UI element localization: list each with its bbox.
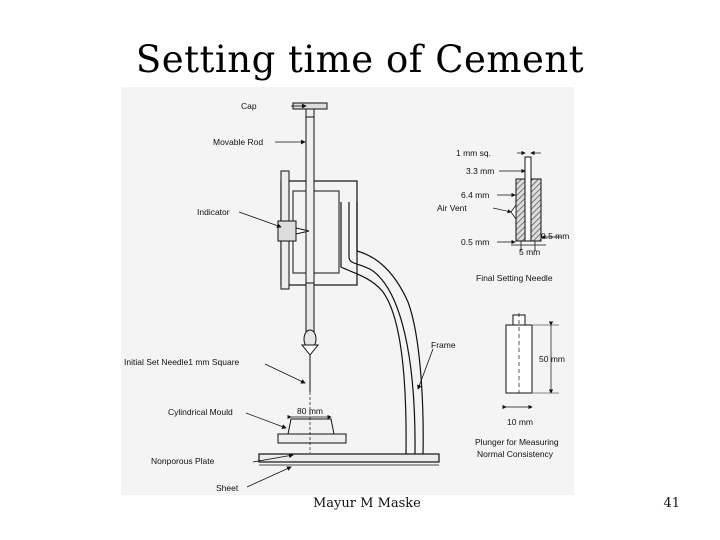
air-vent-line — [492, 207, 512, 214]
label-air-vent: Air Vent — [437, 203, 467, 213]
rod-lower — [305, 282, 315, 336]
label-indicator: Indicator — [197, 207, 230, 217]
mould-base — [277, 433, 347, 444]
frame-arrow — [417, 348, 434, 390]
label-final-needle: Final Setting Needle — [476, 273, 553, 283]
cylindrical-mould — [287, 418, 335, 435]
vicat-apparatus-diagram: Cap Movable Rod Indicator Initial Set Ne… — [121, 87, 574, 495]
indicator-block — [277, 220, 297, 242]
label-initial-needle: Initial Set Needle1 mm Square — [124, 357, 240, 367]
label-cap: Cap — [241, 101, 257, 111]
label-cylindrical-mould: Cylindrical Mould — [168, 407, 233, 417]
cap-stem — [305, 108, 315, 118]
label-plunger-line1: Plunger for Measuring — [475, 437, 559, 447]
needle-cone — [300, 344, 320, 356]
indicator-pointer — [295, 227, 310, 235]
initial-needle-arrow — [264, 363, 306, 384]
label-dim-3-3: 3.3 mm — [466, 166, 494, 176]
label-dim-5: 5 mm — [519, 247, 540, 257]
plate-arrow — [252, 453, 294, 463]
label-dim-0-5-right: 0.5 mm — [541, 231, 569, 241]
frame-arc — [348, 202, 416, 455]
label-nonporous-plate: Nonporous Plate — [151, 456, 215, 466]
label-dim-0-5-left: 0.5 mm — [461, 237, 489, 247]
plunger-detail — [505, 313, 533, 394]
diagram-svg: Cap Movable Rod Indicator Initial Set Ne… — [124, 101, 569, 493]
label-frame: Frame — [431, 340, 456, 350]
sheet-arrow — [246, 466, 292, 488]
final-setting-needle-detail — [510, 156, 542, 251]
slide-number: 41 — [663, 496, 680, 511]
slide-title: Setting time of Cement — [135, 38, 585, 81]
mould-arrow — [245, 412, 287, 429]
frame-arc-inner — [340, 202, 407, 455]
frame-arc-outer — [356, 202, 424, 455]
base-plate — [258, 453, 440, 463]
label-mould-dim: 80 mm — [297, 406, 323, 416]
indicator-arrow — [238, 211, 282, 228]
label-dim-50: 50 mm — [539, 354, 565, 364]
label-movable-rod: Movable Rod — [213, 137, 263, 147]
label-plunger-line2: Normal Consistency — [477, 449, 554, 459]
label-dim-6-4: 6.4 mm — [461, 190, 489, 200]
label-sheet: Sheet — [216, 483, 239, 493]
label-dim-10: 10 mm — [507, 417, 533, 427]
label-sq-1mm: 1 mm sq. — [456, 148, 491, 158]
footer-author: Mayur M Maske — [313, 496, 421, 511]
